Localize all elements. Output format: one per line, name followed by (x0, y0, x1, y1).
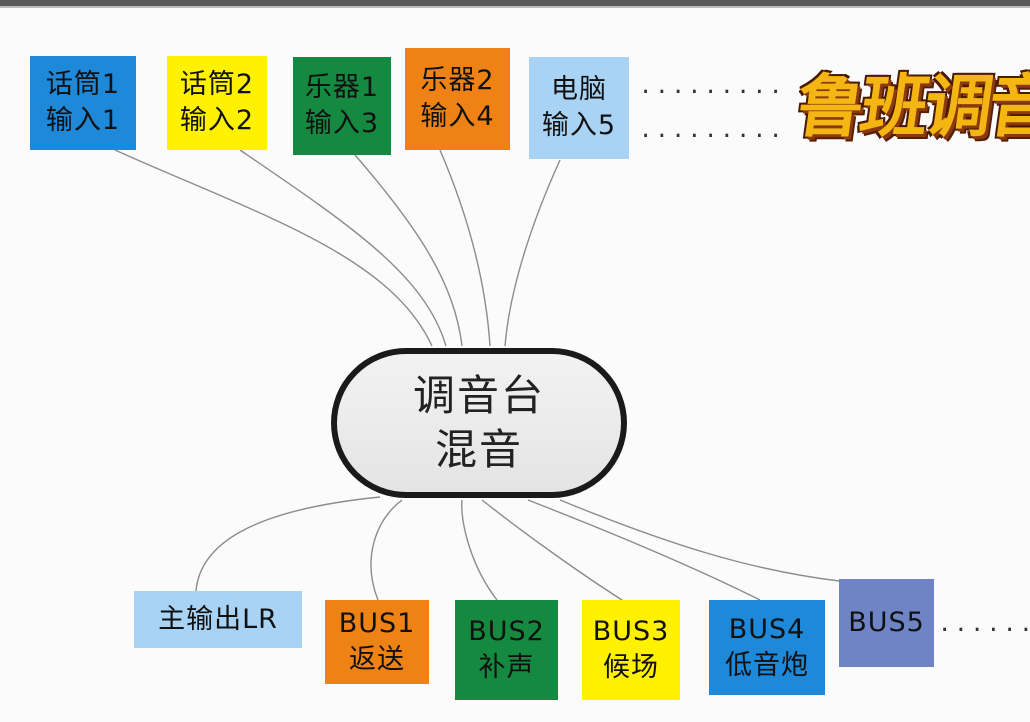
output-box-label-1: BUS2 (468, 616, 545, 647)
output-box-label-2: 候场 (603, 652, 659, 683)
input-box-instrument-1: 乐器1 输入3 (293, 57, 391, 155)
input-box-label-1: 乐器2 (420, 65, 495, 96)
input-box-label-2: 输入2 (179, 105, 255, 136)
wire-bus4 (527, 499, 761, 601)
input-box-label-1: 话筒1 (45, 69, 121, 100)
input-box-label-1: 乐器1 (304, 72, 380, 103)
wire-instrument-1 (354, 154, 463, 347)
mixer-label-line2: 混音 (434, 425, 523, 474)
input-ellipsis-2: ......... (639, 118, 786, 143)
output-box-label-1: BUS1 (338, 608, 416, 639)
input-box-label-2: 输入1 (45, 105, 121, 136)
wire-main-lr (195, 496, 381, 592)
input-box-label-2: 输入4 (420, 101, 495, 132)
output-box-label-2: 补声 (478, 652, 535, 683)
wire-bus1 (370, 499, 403, 601)
input-box-mic-2: 话筒2 输入2 (167, 56, 267, 150)
output-ellipsis: ....... (938, 612, 1030, 637)
output-box-bus2: BUS2 补声 (455, 600, 558, 700)
input-box-label-2: 输入5 (541, 110, 617, 141)
wire-bus5 (559, 499, 840, 582)
mixer-label-line1: 调音台 (412, 371, 545, 420)
input-box-label-1: 话筒2 (179, 69, 255, 100)
wire-mic-1 (114, 149, 433, 347)
output-box-main-lr: 主输出LR (134, 591, 302, 648)
wire-bus3 (481, 499, 623, 601)
input-box-label-2: 输入3 (304, 108, 380, 139)
top-frame-band (0, 0, 1030, 6)
output-box-bus5: BUS5 (839, 579, 934, 667)
input-box-instrument-2: 乐器2 输入4 (405, 48, 510, 150)
input-box-computer: 电脑 输入5 (529, 57, 629, 159)
output-box-label-1: BUS3 (592, 616, 670, 647)
input-ellipsis-1: ......... (639, 74, 786, 99)
brand-logo: 鲁班调音 (791, 68, 1030, 147)
mixer-node: 调音台 混音 (331, 348, 627, 498)
wire-mic-2 (239, 149, 447, 347)
output-box-label-1: BUS4 (728, 613, 806, 645)
input-box-mic-1: 话筒1 输入1 (30, 56, 136, 150)
output-box-bus1: BUS1 返送 (325, 600, 429, 684)
output-box-label-2: 低音炮 (725, 649, 809, 681)
output-box-label-1: BUS5 (848, 607, 925, 638)
top-frame-band-shadow (0, 6, 1030, 8)
output-box-bus4: BUS4 低音炮 (709, 600, 825, 695)
output-box-label-2: 返送 (349, 644, 405, 675)
output-box-bus3: BUS3 候场 (582, 600, 680, 700)
output-box-label-1: 主输出LR (158, 603, 278, 635)
wire-instrument-2 (439, 149, 491, 347)
input-box-label-1: 电脑 (551, 74, 607, 105)
wire-computer (504, 159, 561, 347)
wire-bus2 (461, 499, 498, 601)
